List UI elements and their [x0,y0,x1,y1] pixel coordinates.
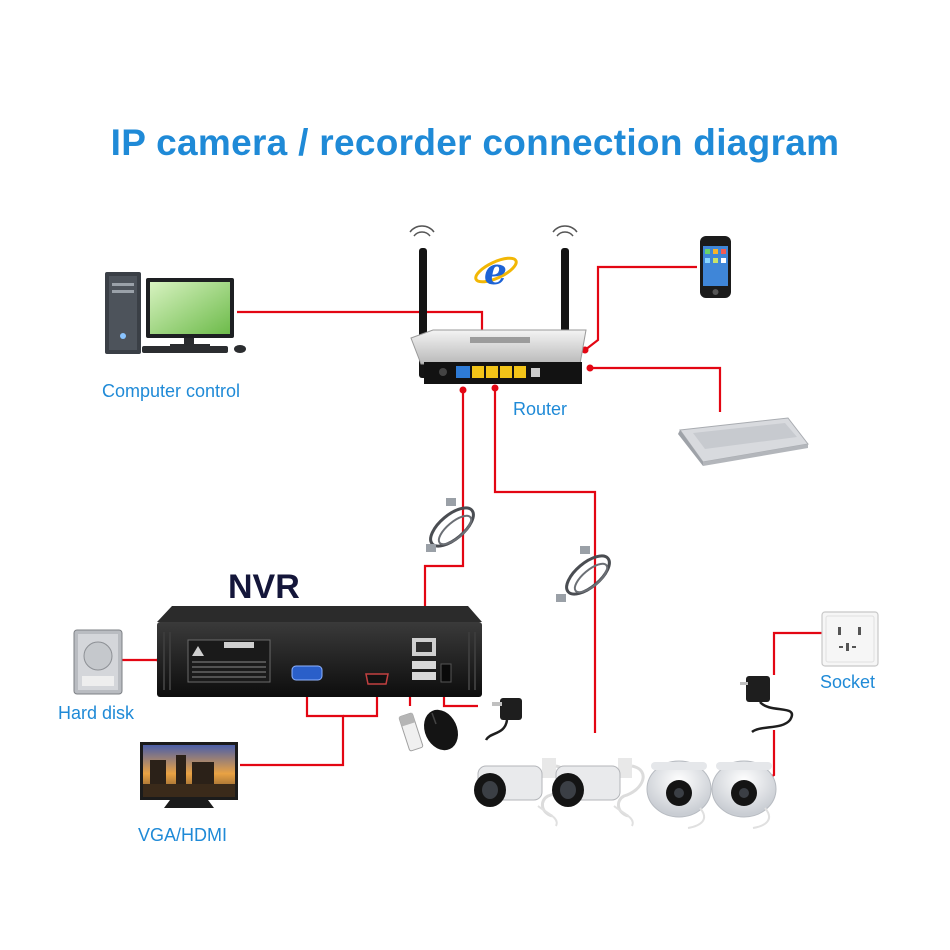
router-icon [409,225,587,384]
computer-label: Computer control [102,381,241,401]
ethernet-cable-icon [556,546,611,602]
monitor-icon [140,742,238,808]
svg-text:e: e [484,251,507,293]
mouse-icon [423,709,459,751]
socket-label: Socket [820,672,876,692]
wire-socket-power [772,631,822,675]
power-adapter-icon [740,676,794,734]
nvr-device-icon [157,606,482,697]
laptop-icon [678,417,809,466]
wire-phone-router [584,265,697,351]
dome-camera-icon [646,760,712,829]
dome-camera-icon [711,760,777,829]
diagram-title: IP camera / recorder connection diagram [110,122,840,163]
nvr-heading: NVR [228,568,300,606]
smartphone-icon [700,236,731,298]
power-adapter-icon [484,698,522,741]
dot [491,384,499,392]
wire-router-cameras [493,388,597,733]
dot [459,386,467,394]
wire-router-nvr [423,390,465,636]
dot [586,364,594,372]
bullet-camera-icon [552,758,645,827]
wall-socket-icon [821,611,879,667]
usb-drive-icon [398,712,424,752]
router-label: Router [513,399,568,419]
wires [120,265,822,781]
ethernet-cable-icon [426,498,475,552]
hard-disk-label: Hard disk [58,703,135,723]
hard-disk-icon [73,629,123,695]
wire-laptop-router [590,366,722,412]
computer-icon [105,272,246,354]
ie-browser-icon: e [474,251,518,293]
display-label: VGA/HDMI [138,825,228,845]
